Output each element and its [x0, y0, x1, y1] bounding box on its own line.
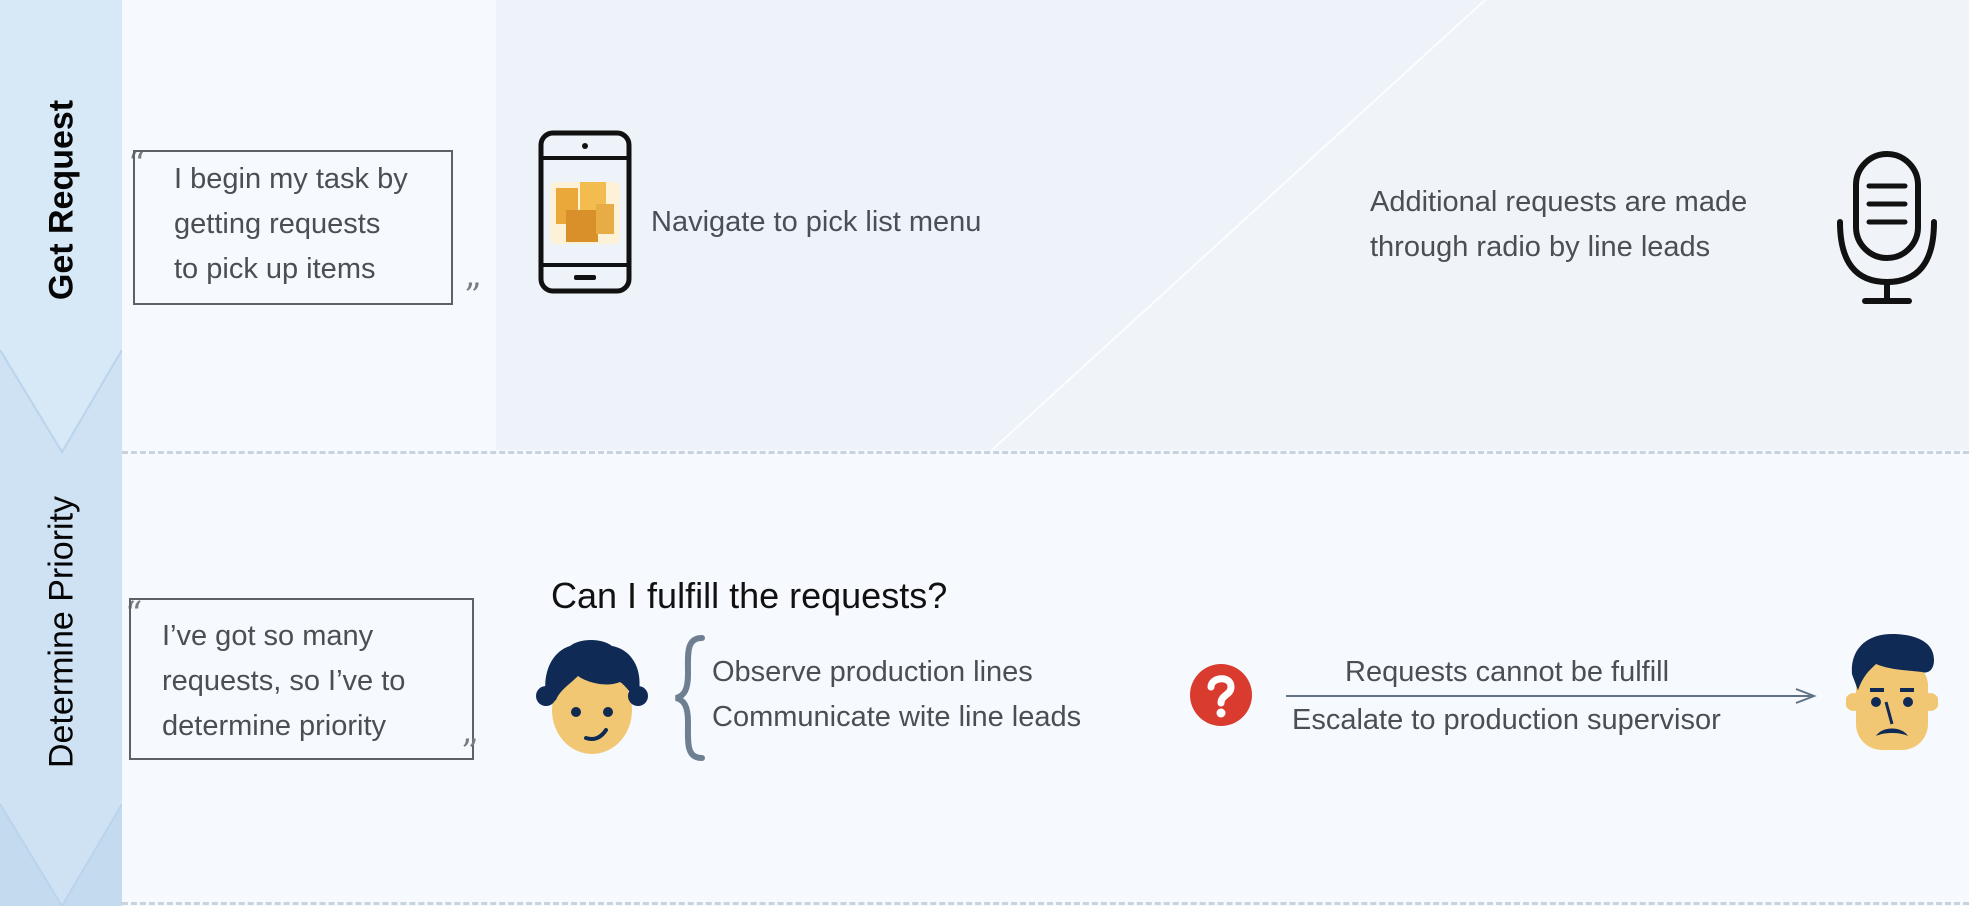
- quote-line: I’ve got so many: [162, 620, 374, 652]
- quote-box-get-request: [133, 150, 453, 305]
- quote-text-get-request: I begin my task by getting requests to p…: [174, 157, 408, 292]
- strip-chevrons: [0, 349, 122, 906]
- quote-line: getting requests: [174, 208, 381, 240]
- phone-app-icon: [538, 130, 632, 294]
- quote-line: determine priority: [162, 710, 387, 742]
- worker-avatar-icon: [536, 638, 648, 758]
- quote-close-mark: ”: [464, 276, 482, 316]
- quote-close-mark: ”: [461, 732, 479, 772]
- step-radio-requests: Additional requests are made through rad…: [1370, 180, 1747, 270]
- step-radio-line: through radio by line leads: [1370, 231, 1711, 263]
- quote-line: I begin my task by: [174, 163, 408, 195]
- arrow-label-bottom: Escalate to production supervisor: [1292, 704, 1721, 736]
- lane-label-determine-priority: Determine Priority: [42, 495, 81, 769]
- quote-line: to pick up items: [174, 253, 376, 285]
- lane-divider-bottom: [122, 902, 1969, 905]
- arrow-label-top: Requests cannot be fulfill: [1345, 656, 1670, 688]
- quote-box-determine-priority: [129, 598, 474, 760]
- priority-actions: Observe production lines Communicate wit…: [712, 650, 1081, 740]
- brace-icon: [672, 634, 706, 762]
- lane-label-strip: [0, 0, 122, 906]
- lane-divider: [122, 451, 1969, 454]
- question-icon: [1189, 663, 1253, 727]
- action-item: Observe production lines: [712, 656, 1033, 688]
- lane-background-shading: [496, 0, 1969, 451]
- step-navigate-pick-list: Navigate to pick list menu: [651, 206, 982, 238]
- quote-text-determine-priority: I’ve got so many requests, so I’ve to de…: [162, 614, 405, 749]
- step-radio-line: Additional requests are made: [1370, 186, 1748, 218]
- quote-line: requests, so I’ve to: [162, 665, 406, 697]
- escalation-arrow: [1286, 688, 1817, 704]
- action-item: Communicate wite line leads: [712, 701, 1082, 733]
- question-heading: Can I fulfill the requests?: [551, 575, 948, 616]
- microphone-icon: [1835, 150, 1939, 306]
- lane-label-get-request: Get Request: [42, 99, 81, 301]
- supervisor-avatar-icon: [1846, 630, 1938, 756]
- quote-open-mark: “: [128, 144, 146, 184]
